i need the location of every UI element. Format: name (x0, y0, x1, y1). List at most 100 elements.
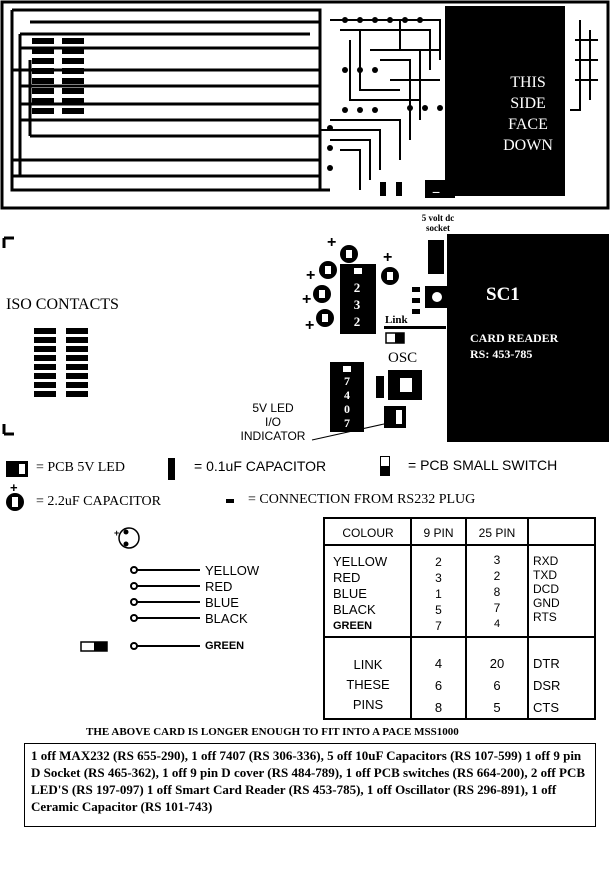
table-cell: GND (533, 596, 560, 610)
table-cell: TXD (533, 568, 557, 582)
face-down-line: DOWN (503, 137, 553, 154)
table-cell: 6 (434, 678, 443, 693)
table-cell: YELLOW (333, 554, 388, 569)
legend-capacitor-01: = 0.1uF CAPACITOR (194, 458, 327, 474)
pcb-led-icon-highlight (19, 464, 25, 474)
table-cell: BLUE (333, 586, 367, 601)
card-reader-label: CARD READER (470, 331, 559, 345)
card-reader-rs-label: RS: 453-785 (470, 347, 533, 361)
pcb-board: + − THIS SIDE FACE DOWN (0, 0, 610, 212)
table-cell: 3 (493, 553, 501, 567)
table-cell: CTS (533, 700, 559, 715)
face-down-line: SIDE (510, 95, 546, 112)
chip-digit: 0 (344, 402, 350, 416)
table-header: 25 PIN (478, 526, 516, 540)
svg-text:+: + (305, 317, 314, 334)
table-cell: THESE (346, 677, 390, 692)
wire-label: RED (205, 579, 233, 594)
pcb-tracks: + − (0, 0, 610, 210)
svg-text:+: + (432, 162, 440, 178)
legend-small-switch: = PCB SMALL SWITCH (408, 457, 558, 473)
rs232-connection-icon (226, 499, 234, 503)
wire-label: YELLOW (205, 563, 260, 578)
table-colour-col: YELLOW RED BLUE BLACK GREEN (333, 554, 407, 634)
chip-digit: 7 (344, 374, 350, 388)
table-cell: 6 (493, 678, 501, 693)
legend-capacitor-22: = 2.2uF CAPACITOR (36, 494, 161, 509)
wire-lines: + (80, 527, 200, 652)
table-cell: 20 (489, 656, 505, 671)
svg-text:+: + (114, 528, 119, 538)
svg-text:+: + (302, 291, 311, 308)
face-down-label: THIS SIDE FACE DOWN (488, 72, 568, 156)
table-cell: 5 (435, 603, 442, 617)
table-cell: 4 (434, 656, 443, 671)
table-cell: 7 (435, 619, 442, 633)
sc1-label: SC1 (486, 284, 520, 305)
table-header: COLOUR (342, 526, 394, 540)
socket-label: 5 volt dc socket (408, 213, 468, 233)
legend-rs232-connection: = CONNECTION FROM RS232 PLUG (248, 492, 476, 507)
svg-text:+: + (383, 249, 392, 266)
pin-table-grid (323, 517, 596, 720)
osc-label: OSC (388, 350, 418, 366)
table-header: 9 PIN (423, 526, 454, 540)
table-cell: GREEN (333, 620, 373, 632)
wire-label: BLUE (205, 595, 239, 610)
table-cell: DSR (533, 678, 561, 693)
capacitor-22-plus: + (10, 480, 18, 495)
wire-label: BLACK (205, 611, 248, 626)
iso-contacts-label: ISO CONTACTS (6, 296, 119, 313)
table-cell: 7 (493, 601, 501, 615)
svg-text:−: − (432, 184, 440, 200)
chip-7407-label: 7 4 0 7 (340, 374, 354, 430)
led-label-line: I/O (264, 415, 281, 429)
table-cell: 3 (435, 571, 442, 585)
table-cell: 8 (434, 700, 443, 715)
chip-digit: 2 (353, 280, 361, 295)
table-cell: 5 (493, 700, 501, 715)
table-cell: RED (333, 570, 361, 585)
table-cell: 2 (435, 555, 442, 569)
svg-text:+: + (306, 267, 315, 284)
chip-digit: 4 (344, 388, 350, 402)
face-down-line: FACE (508, 116, 548, 133)
card-note: THE ABOVE CARD IS LONGER ENOUGH TO FIT I… (86, 726, 459, 738)
legend: = PCB 5V LED = 0.1uF CAPACITOR = PCB SMA… (0, 452, 610, 514)
component-shapes: + + + + + (2, 234, 609, 442)
table-cell: 2 (493, 569, 501, 583)
chip-digit: 2 (353, 314, 361, 329)
chip-digit: 3 (353, 297, 361, 312)
legend-pcb-led: = PCB 5V LED (36, 460, 125, 475)
capacitor-22-icon-highlight (12, 497, 18, 507)
wire-label: GREEN (205, 640, 245, 652)
link-label: Link (385, 314, 408, 326)
table-cell: LINK (353, 657, 383, 672)
table-cell: RXD (533, 554, 559, 568)
table-cell: RTS (533, 610, 557, 624)
socket-label-line: socket (426, 223, 450, 233)
max232-chip-label: 2 3 2 (350, 279, 364, 330)
table-cell: PINS (352, 697, 384, 712)
chip-digit: 7 (344, 416, 350, 430)
parts-list: 1 off MAX232 (RS 655-290), 1 off 7407 (R… (24, 743, 596, 827)
component-layout: + + + + + 5 volt dc socket ISO CONTACTS … (0, 212, 610, 452)
table-9pin-col: 2 3 1 5 7 (411, 554, 466, 634)
rs232-wires: + YELLOW RED BLUE BLACK GREEN (0, 514, 320, 664)
table-cell: 8 (493, 585, 501, 599)
parts-list-text: 1 off MAX232 (RS 655-290), 1 off 7407 (R… (31, 748, 586, 814)
face-down-line: THIS (510, 74, 546, 91)
table-25pin-col: 3 2 8 7 4 (466, 552, 528, 632)
capacitor-01-icon (168, 458, 175, 480)
table-cell: DTR (533, 656, 560, 671)
svg-text:+: + (327, 234, 336, 251)
table-cell: BLACK (333, 602, 376, 617)
led-label-line: 5V LED (252, 401, 294, 415)
led-label-line: INDICATOR (240, 429, 306, 443)
table-cell: DCD (533, 582, 559, 596)
table-link-25pin-col: 20 6 5 (466, 653, 528, 719)
table-cell: 1 (435, 587, 442, 601)
table-link-9pin-col: 4 6 8 (411, 653, 466, 719)
socket-label-line: 5 volt dc (421, 213, 455, 223)
small-switch-icon (380, 456, 390, 476)
